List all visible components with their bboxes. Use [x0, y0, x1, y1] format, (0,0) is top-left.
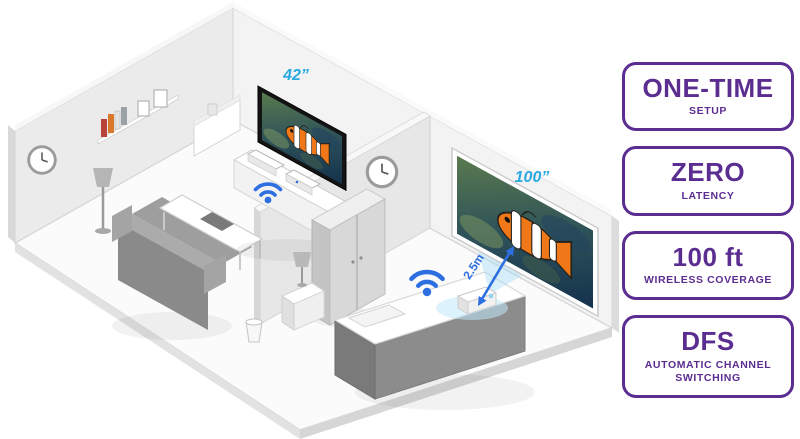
badge-zero-latency: ZERO LATENCY	[622, 146, 794, 216]
badge-one-time-setup: ONE-TIME SETUP	[622, 62, 794, 132]
badge-subtitle: SETUP	[688, 105, 727, 118]
tv-size-label: 42”	[282, 67, 309, 84]
badge-title: ONE-TIME	[642, 73, 774, 103]
floor-lamp-living	[93, 168, 113, 234]
badge-title: DFS	[681, 326, 735, 357]
nightstand	[280, 282, 326, 331]
wall-clock-living	[27, 145, 57, 175]
distance-arrow	[478, 246, 514, 306]
badge-wireless-coverage: 100 ft WIRELESS COVERAGE	[622, 230, 794, 301]
wireless-transmitter-device	[284, 169, 322, 196]
projection-screen	[451, 146, 599, 318]
coffee-table	[158, 194, 264, 270]
badge-title: ZERO	[670, 157, 746, 188]
wall-cabinet	[193, 94, 241, 157]
badge-dfs-channel-switching: DFS AUTOMATIC CHANNEL SWITCHING	[622, 315, 794, 398]
sofa	[112, 197, 252, 330]
apartment-illustration: 42”	[8, 7, 619, 439]
screen-size-label: 100”	[515, 169, 550, 186]
table-lamp-bedroom	[293, 252, 311, 287]
media-player-device	[246, 149, 286, 177]
feature-badges: ONE-TIME SETUP ZERO LATENCY 100 ft WIREL…	[622, 62, 794, 398]
badge-title: 100 ft	[672, 241, 744, 272]
tv-42	[257, 85, 347, 192]
trash-bin	[245, 318, 263, 343]
badge-subtitle: WIRELESS COVERAGE	[643, 274, 773, 287]
badge-subtitle: LATENCY	[681, 189, 735, 202]
badge-subtitle: AUTOMATIC CHANNEL SWITCHING	[644, 358, 772, 384]
bookshelf	[97, 89, 179, 145]
wall-clock-bedroom	[365, 155, 399, 189]
